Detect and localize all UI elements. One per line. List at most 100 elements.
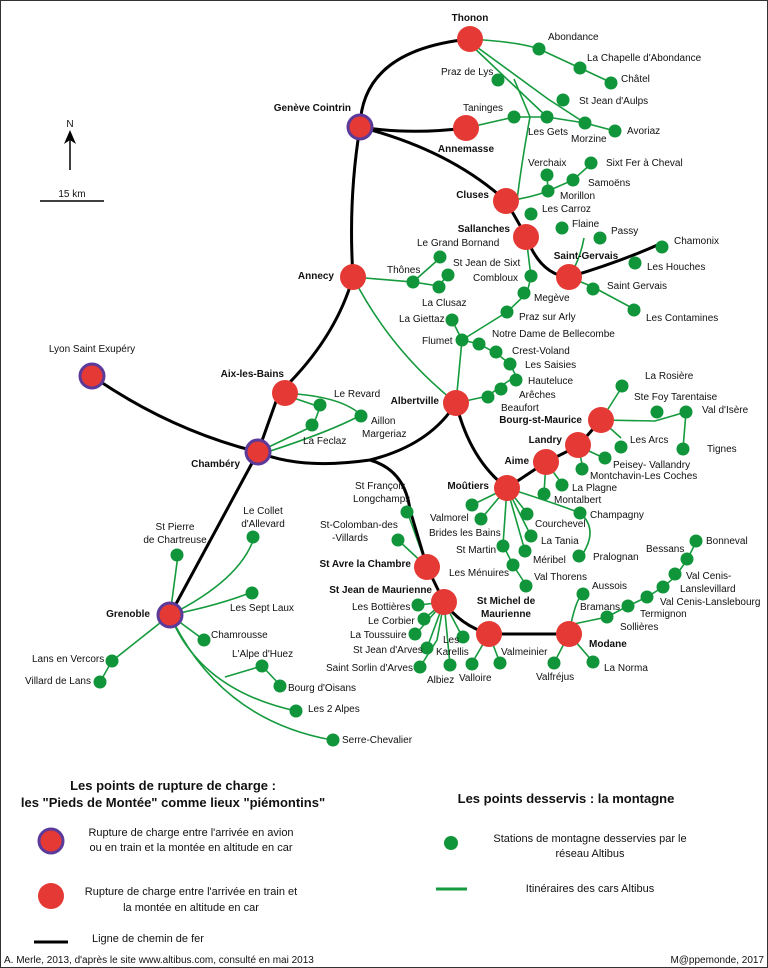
hub-st-michel[interactable] [476,621,502,647]
station-st-pierre[interactable] [170,548,184,562]
station-verchaix[interactable] [540,168,554,182]
hub-geneve[interactable] [346,113,374,141]
station-thones[interactable] [406,275,420,289]
station-serre-chevalier[interactable] [326,733,340,747]
station-pralognan[interactable] [572,549,586,563]
hub-annecy[interactable] [340,264,366,290]
station-bonneval[interactable] [689,534,703,548]
station-toussuire[interactable] [408,627,422,641]
hub-annemasse[interactable] [453,115,479,141]
station-val-isere[interactable] [679,405,693,419]
hub-moutiers[interactable] [494,475,520,501]
station-chatel[interactable] [604,76,618,90]
station-houches[interactable] [628,256,642,270]
station-plagne[interactable] [555,478,569,492]
station-bottieres[interactable] [411,598,425,612]
station-valmorel[interactable] [465,498,479,512]
station-les-arcs[interactable] [614,440,628,454]
hub-lyon[interactable] [78,362,106,390]
station-karellis[interactable] [456,630,470,644]
station-sept-laux[interactable] [245,586,259,600]
station-beaufort[interactable] [481,390,495,404]
station-collet[interactable] [246,530,260,544]
hub-modane[interactable] [556,621,582,647]
station-feclaz[interactable] [305,418,319,432]
station-avoriaz[interactable] [608,124,622,138]
station-valmeinier[interactable] [493,656,507,670]
station-passy[interactable] [593,231,607,245]
station-la-norma[interactable] [586,655,600,669]
station-montalbert[interactable] [537,487,551,501]
station-st-jean-aulps[interactable] [556,93,570,107]
station-termignon[interactable] [621,599,635,613]
station-combloux[interactable] [524,269,538,283]
hub-aime[interactable] [533,449,559,475]
hub-landry[interactable] [565,432,591,458]
station-giettaz[interactable] [445,313,459,327]
station-val-cenis-l2[interactable] [656,580,670,594]
station-abondance[interactable] [532,42,546,56]
station-le-revard[interactable] [313,398,327,412]
station-meribel[interactable] [518,544,532,558]
station-chamrousse[interactable] [197,633,211,647]
station-bourg-oisans[interactable] [273,679,287,693]
station-megeve[interactable] [517,286,531,300]
station-aillon[interactable] [354,409,368,423]
station-2-alpes[interactable] [289,704,303,718]
station-hauteluce[interactable] [509,373,523,387]
station-les-gets[interactable] [540,110,554,124]
station-ste-foy[interactable] [650,405,664,419]
hub-thonon[interactable] [457,26,483,52]
station-grand-bornand[interactable] [433,250,447,264]
station-chapelle[interactable] [573,61,587,75]
station-flumet[interactable] [455,333,469,347]
station-tania[interactable] [524,529,538,543]
station-st-martin[interactable] [496,539,510,553]
station-saisies[interactable] [503,357,517,371]
hub-chambery[interactable] [244,438,272,466]
station-saint-gervais[interactable] [586,282,600,296]
station-villard[interactable] [93,675,107,689]
hub-sallanches[interactable] [513,224,539,250]
station-taninges[interactable] [507,110,521,124]
station-sixt[interactable] [584,156,598,170]
station-praz-lys[interactable] [491,73,505,87]
station-flaine[interactable] [555,221,569,235]
hub-aix[interactable] [272,380,298,406]
hub-grenoble[interactable] [156,601,184,629]
station-alpe-huez[interactable] [255,659,269,673]
station-val-cenis-l[interactable] [640,590,654,604]
station-rosiere[interactable] [615,379,629,393]
hub-saint-gervais[interactable] [556,264,582,290]
hub-st-jean-maurienne[interactable] [431,589,457,615]
station-clusaz[interactable] [432,280,446,294]
station-peisey[interactable] [598,451,612,465]
hub-bourg[interactable] [588,407,614,433]
station-notre-dame[interactable] [472,337,486,351]
station-brides[interactable] [474,512,488,526]
hub-st-avre[interactable] [414,554,440,580]
station-val-thorens[interactable] [519,579,533,593]
station-morzine[interactable] [578,116,592,130]
station-st-francois[interactable] [400,505,414,519]
station-valfrejus[interactable] [547,656,561,670]
station-st-sorlin[interactable] [413,660,427,674]
station-chamonix[interactable] [655,240,669,254]
station-val-cenis-v[interactable] [668,567,682,581]
station-corbier[interactable] [417,612,431,626]
station-carroz[interactable] [524,207,538,221]
station-sollieres[interactable] [600,610,614,624]
station-crest-voland[interactable] [489,345,503,359]
station-aussois[interactable] [576,587,590,601]
station-contamines[interactable] [627,303,641,317]
station-courchevel[interactable] [520,507,534,521]
station-tignes[interactable] [676,442,690,456]
station-bessans[interactable] [680,552,694,566]
hub-albertville[interactable] [443,390,469,416]
station-st-colomban[interactable] [391,533,405,547]
hub-cluses[interactable] [493,188,519,214]
station-lans[interactable] [105,654,119,668]
station-morillon[interactable] [541,184,555,198]
station-menuires[interactable] [506,558,520,572]
station-albiez[interactable] [443,658,457,672]
